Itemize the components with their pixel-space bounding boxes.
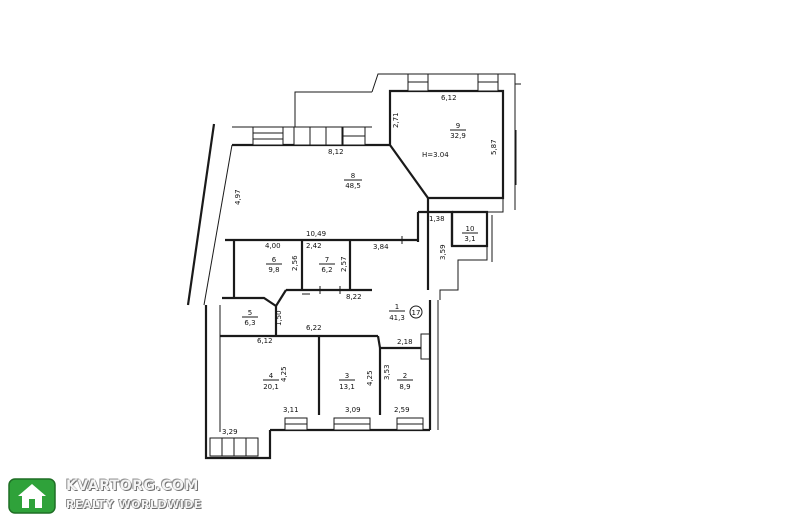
svg-text:8: 8	[351, 172, 355, 180]
svg-text:2,57: 2,57	[340, 256, 348, 272]
room-label-7: 7 6,2	[319, 256, 335, 274]
room-label-2: 2 8,9	[397, 372, 413, 391]
svg-text:3,53: 3,53	[383, 364, 391, 380]
wall-138	[418, 210, 454, 246]
svg-text:13,1: 13,1	[339, 383, 355, 391]
svg-text:3,11: 3,11	[283, 406, 299, 414]
svg-text:4,25: 4,25	[366, 370, 374, 386]
svg-text:2,56: 2,56	[291, 255, 299, 271]
wall-room9	[388, 89, 505, 200]
svg-text:1: 1	[395, 303, 399, 311]
svg-text:3,84: 3,84	[373, 243, 389, 251]
svg-text:6,3: 6,3	[244, 319, 255, 327]
svg-text:2: 2	[403, 372, 407, 380]
svg-text:2,18: 2,18	[397, 338, 413, 346]
height-label: H=3.04	[422, 151, 449, 159]
wall-bottom-bumpout	[204, 430, 272, 460]
svg-text:6,2: 6,2	[321, 266, 332, 274]
svg-text:6,12: 6,12	[441, 94, 457, 102]
house-logo-icon	[8, 478, 56, 514]
svg-text:6: 6	[272, 256, 277, 264]
svg-text:6,22: 6,22	[306, 324, 322, 332]
svg-text:10: 10	[466, 225, 475, 233]
svg-text:20,1: 20,1	[263, 383, 279, 391]
svg-text:3,59: 3,59	[439, 244, 447, 260]
window-top-1	[252, 126, 284, 146]
svg-text:2,59: 2,59	[394, 406, 410, 414]
svg-text:1,50: 1,50	[275, 310, 283, 326]
svg-text:4,97: 4,97	[234, 189, 242, 205]
svg-text:1,38: 1,38	[429, 215, 445, 223]
svg-text:4: 4	[269, 372, 274, 380]
room-label-1: 1 41,3	[389, 303, 405, 322]
marker-17: 17	[409, 305, 423, 319]
svg-text:9: 9	[456, 122, 460, 130]
svg-text:3: 3	[345, 372, 349, 380]
svg-text:17: 17	[412, 309, 421, 317]
svg-text:4,25: 4,25	[280, 366, 288, 382]
wall-left-outer	[186, 123, 216, 306]
svg-text:9,8: 9,8	[268, 266, 279, 274]
svg-text:8,12: 8,12	[328, 148, 344, 156]
svg-text:3,09: 3,09	[345, 406, 361, 414]
wall-right-step-2	[439, 246, 488, 300]
svg-text:2,71: 2,71	[392, 112, 400, 128]
svg-text:48,5: 48,5	[345, 182, 361, 190]
room-label-3: 3 13,1	[339, 372, 355, 391]
wall-room9-outer	[371, 73, 516, 210]
room-label-9: 9 32,9	[450, 122, 466, 140]
svg-text:6,12: 6,12	[257, 337, 273, 345]
svg-text:5,87: 5,87	[490, 139, 498, 155]
watermark-tagline: REALTY WORLDWIDE	[66, 498, 202, 511]
svg-text:10,49: 10,49	[306, 230, 326, 238]
room-label-5: 5 6,3	[242, 309, 258, 327]
shaft-top	[294, 91, 372, 127]
svg-text:3,29: 3,29	[222, 428, 238, 436]
room-label-6: 6 9,8	[266, 256, 282, 274]
svg-text:41,3: 41,3	[389, 314, 405, 322]
watermark: KVARTORG.COM REALTY WORLDWIDE	[8, 478, 201, 516]
svg-text:8,22: 8,22	[346, 293, 362, 301]
room-label-10: 10 3,1	[462, 225, 478, 243]
svg-text:5: 5	[248, 309, 252, 317]
svg-text:32,9: 32,9	[450, 132, 466, 140]
window-top-2	[293, 126, 343, 146]
room-label-4: 4 20,1	[263, 372, 279, 391]
watermark-site: KVARTORG.COM	[66, 478, 199, 494]
svg-text:2,42: 2,42	[306, 242, 322, 250]
svg-text:7: 7	[325, 256, 329, 264]
dimension-labels: 6,12 2,71 5,87 8,12 4,97 1,38 10,49 4,00…	[222, 94, 498, 436]
room-label-8: 8 48,5	[344, 172, 362, 190]
wall-6-south	[222, 289, 287, 308]
wall-right-step	[487, 198, 504, 213]
svg-text:3,1: 3,1	[464, 235, 475, 243]
wall-left-inner	[203, 144, 233, 306]
svg-text:4,00: 4,00	[265, 242, 281, 250]
svg-text:8,9: 8,9	[399, 383, 410, 391]
